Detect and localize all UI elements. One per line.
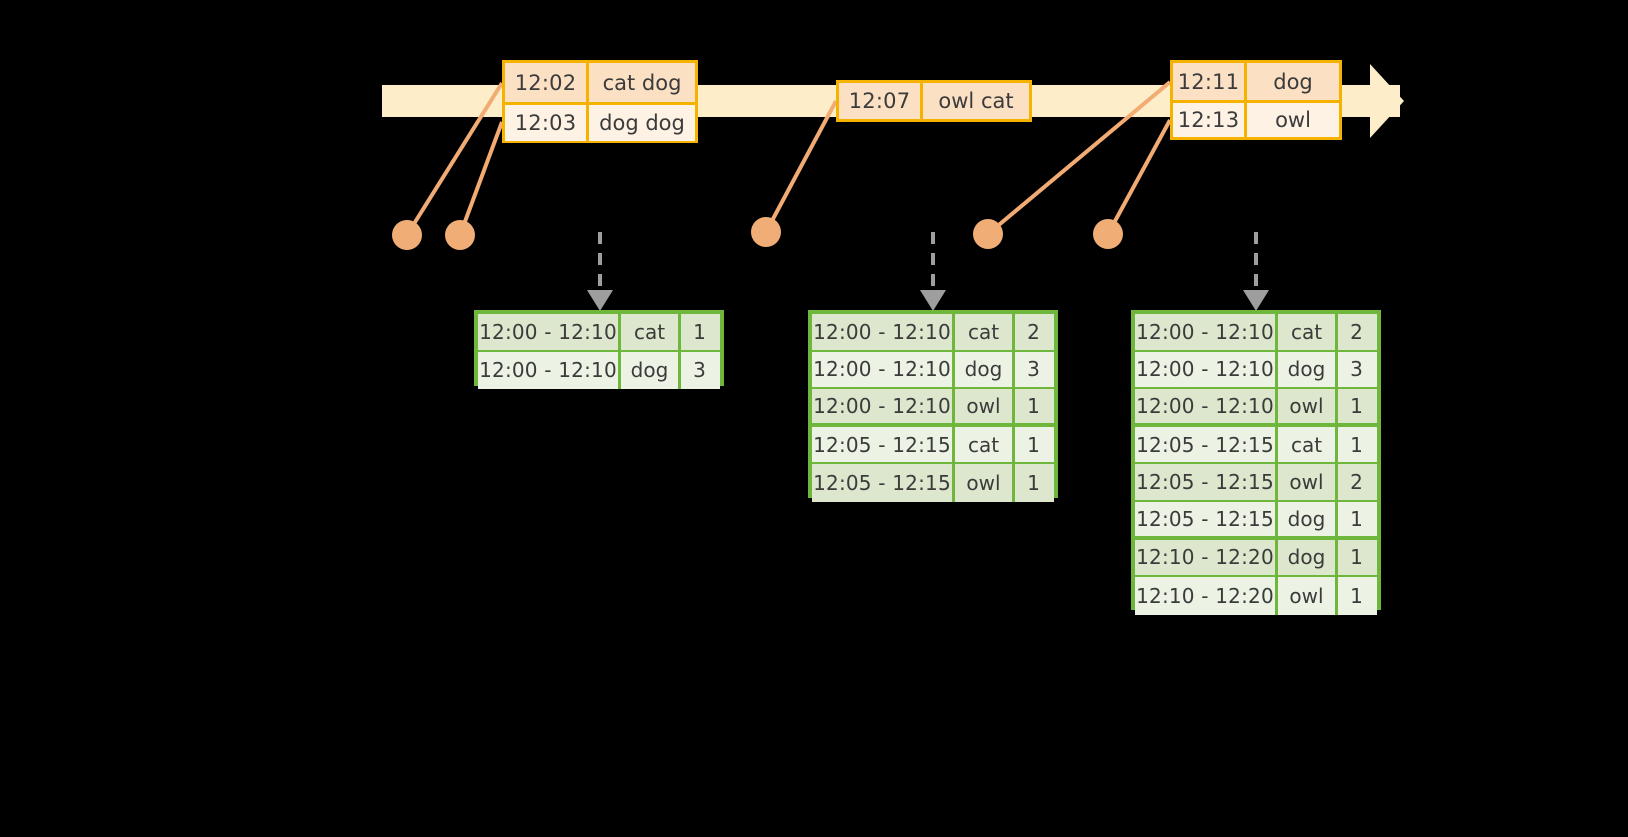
event-words: dog xyxy=(1273,69,1313,94)
trigger-dot-4 xyxy=(973,219,1003,249)
cell-window: 12:05 - 12:15 xyxy=(1135,464,1278,500)
cell-word: dog xyxy=(955,351,1015,388)
table-row[interactable]: 12:05 - 12:15 owl 1 xyxy=(812,464,1054,502)
cell-word: dog xyxy=(1278,351,1338,388)
trigger-dot-1 xyxy=(392,220,422,250)
trigger-dot-2 xyxy=(445,220,475,250)
table-row[interactable]: 12:00 - 12:10 cat 2 xyxy=(812,314,1054,352)
event-time: 12:02 xyxy=(505,63,589,102)
event-group-1[interactable]: 12:02 cat dog 12:03 dog dog xyxy=(502,60,698,143)
cell-count: 1 xyxy=(1027,471,1040,496)
event-time: 12:11 xyxy=(1173,63,1247,100)
cell-window: 12:00 - 12:10 xyxy=(812,389,955,423)
emit-arrowhead-3 xyxy=(1243,290,1269,311)
cell-count: 1 xyxy=(1350,583,1363,608)
event-row[interactable]: 12:07 owl cat xyxy=(839,83,1029,119)
event-row[interactable]: 12:02 cat dog xyxy=(505,63,695,102)
emit-arrows xyxy=(598,232,1258,292)
table-row[interactable]: 12:00 - 12:10 owl 1 xyxy=(1135,389,1377,427)
event-time: 12:07 xyxy=(839,83,923,119)
cell-window: 12:00 - 12:10 xyxy=(478,351,621,390)
table-row[interactable]: 12:10 - 12:20 dog 1 xyxy=(1135,539,1377,578)
cell-count: 1 xyxy=(1027,432,1040,457)
event-words: cat dog xyxy=(602,70,682,95)
connector-line-1 xyxy=(405,81,504,237)
cell-count: 2 xyxy=(1350,470,1363,495)
connector-line-3 xyxy=(764,100,838,233)
cell-word: owl xyxy=(1278,577,1338,615)
table-row[interactable]: 12:00 - 12:10 dog 3 xyxy=(478,351,720,390)
trigger-dot-3 xyxy=(751,217,781,247)
table-row[interactable]: 12:00 - 12:10 dog 3 xyxy=(1135,351,1377,390)
trigger-dots xyxy=(392,217,1123,250)
cell-count: 3 xyxy=(1027,357,1040,382)
cell-window: 12:00 - 12:10 xyxy=(1135,389,1278,423)
table-row[interactable]: 12:00 - 12:10 dog 3 xyxy=(812,351,1054,390)
event-words: owl xyxy=(1275,108,1311,132)
cell-word: cat xyxy=(1278,314,1338,350)
table-row[interactable]: 12:00 - 12:10 owl 1 xyxy=(812,389,1054,427)
cell-count: 2 xyxy=(1027,319,1040,344)
cell-word: cat xyxy=(621,314,681,350)
cell-window: 12:05 - 12:15 xyxy=(1135,501,1278,536)
cell-window: 12:00 - 12:10 xyxy=(1135,314,1278,350)
event-group-2[interactable]: 12:07 owl cat xyxy=(836,80,1032,122)
event-row[interactable]: 12:13 owl xyxy=(1173,100,1339,137)
connector-line-2 xyxy=(458,121,504,236)
result-table-3[interactable]: 12:00 - 12:10 cat 2 12:00 - 12:10 dog 3 … xyxy=(1131,310,1381,615)
cell-word: owl xyxy=(1278,389,1338,423)
table-row[interactable]: 12:00 - 12:10 cat 1 xyxy=(478,314,720,352)
cell-count: 1 xyxy=(1350,506,1363,531)
table-row[interactable]: 12:05 - 12:15 cat 1 xyxy=(812,426,1054,465)
result-table-1[interactable]: 12:00 - 12:10 cat 1 12:00 - 12:10 dog 3 xyxy=(474,310,724,390)
emit-arrowheads xyxy=(587,290,1269,311)
result-table-2[interactable]: 12:00 - 12:10 cat 2 12:00 - 12:10 dog 3 … xyxy=(808,310,1058,502)
table-row[interactable]: 12:00 - 12:10 cat 2 xyxy=(1135,314,1377,352)
table-row[interactable]: 12:05 - 12:15 owl 2 xyxy=(1135,464,1377,502)
connector-line-5 xyxy=(1106,119,1172,235)
cell-window: 12:05 - 12:15 xyxy=(1135,426,1278,463)
cell-word: dog xyxy=(1278,501,1338,536)
cell-word: cat xyxy=(955,426,1015,463)
cell-count: 1 xyxy=(1027,393,1040,418)
cell-window: 12:10 - 12:20 xyxy=(1135,577,1278,615)
timeline-arrowhead xyxy=(1370,64,1404,138)
cell-word: dog xyxy=(1278,539,1338,576)
event-row[interactable]: 12:03 dog dog xyxy=(505,102,695,141)
cell-count: 1 xyxy=(1350,545,1363,570)
table-row[interactable]: 12:05 - 12:15 dog 1 xyxy=(1135,501,1377,540)
cell-window: 12:05 - 12:15 xyxy=(812,464,955,502)
cell-word: owl xyxy=(955,464,1015,502)
cell-word: cat xyxy=(955,314,1015,350)
cell-window: 12:00 - 12:10 xyxy=(812,351,955,388)
cell-window: 12:05 - 12:15 xyxy=(812,426,955,463)
table-row[interactable]: 12:10 - 12:20 owl 1 xyxy=(1135,577,1377,615)
trigger-dot-5 xyxy=(1093,219,1123,249)
event-row[interactable]: 12:11 dog xyxy=(1173,63,1339,100)
cell-window: 12:00 - 12:10 xyxy=(478,314,621,350)
cell-window: 12:00 - 12:10 xyxy=(812,314,955,350)
cell-count: 3 xyxy=(1350,357,1363,382)
cell-word: owl xyxy=(1278,464,1338,500)
cell-word: cat xyxy=(1278,426,1338,463)
table-row[interactable]: 12:05 - 12:15 cat 1 xyxy=(1135,426,1377,465)
cell-window: 12:10 - 12:20 xyxy=(1135,539,1278,576)
cell-window: 12:00 - 12:10 xyxy=(1135,351,1278,388)
event-words: dog dog xyxy=(599,111,685,135)
cell-count: 2 xyxy=(1350,319,1363,344)
cell-word: dog xyxy=(621,351,681,390)
cell-count: 1 xyxy=(693,319,706,344)
cell-word: owl xyxy=(955,389,1015,423)
cell-count: 1 xyxy=(1350,432,1363,457)
event-words: owl cat xyxy=(938,89,1014,113)
event-time: 12:13 xyxy=(1173,103,1247,137)
cell-count: 1 xyxy=(1350,393,1363,418)
event-group-3[interactable]: 12:11 dog 12:13 owl xyxy=(1170,60,1342,140)
cell-count: 3 xyxy=(693,358,706,383)
emit-arrowhead-1 xyxy=(587,290,613,311)
event-time: 12:03 xyxy=(505,105,589,141)
emit-arrowhead-2 xyxy=(920,290,946,311)
